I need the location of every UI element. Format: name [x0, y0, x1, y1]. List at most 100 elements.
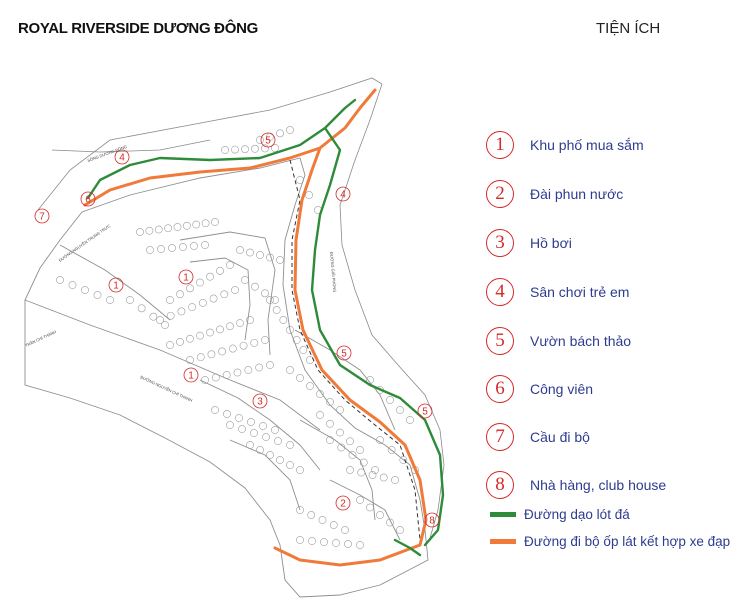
map-marker-number: 1: [183, 273, 189, 284]
map-marker-circle: [108, 277, 124, 293]
house-plot: [226, 322, 234, 331]
house-plot: [271, 426, 279, 434]
legend-label: Khu phố mua sắm: [530, 137, 644, 153]
house-plot: [186, 284, 194, 293]
house-plot: [376, 511, 384, 519]
house-plot: [296, 176, 304, 184]
house-plot: [218, 347, 227, 356]
house-plot: [226, 421, 234, 429]
house-plot: [356, 446, 364, 454]
map-marker-circle: [260, 132, 276, 148]
legend-item-4: 4 Sân chơi trẻ em: [486, 275, 629, 309]
legend-path-bike: Đường đi bộ ốp lát kết hợp xe đạp: [490, 531, 730, 551]
house-plot: [239, 341, 248, 350]
house-plot: [346, 437, 354, 446]
house-plot: [190, 242, 198, 250]
house-plot: [396, 526, 404, 534]
house-plot: [238, 425, 246, 433]
house-plot: [320, 538, 328, 546]
legend-path-stone: Đường dạo lót đá: [490, 504, 630, 524]
house-plot: [262, 433, 270, 441]
legend-item-1: 1 Khu phố mua sắm: [486, 128, 644, 162]
riverbank-west-shore: [51, 139, 211, 153]
house-plot: [211, 218, 219, 226]
house-plot: [357, 468, 366, 477]
house-plot: [146, 246, 154, 254]
house-plot: [308, 537, 316, 545]
map-marker-circle: [34, 208, 50, 224]
house-plot: [356, 496, 364, 504]
house-plot: [359, 458, 368, 467]
house-plot: [259, 422, 267, 430]
house-plot: [286, 461, 294, 469]
house-plot: [305, 191, 313, 199]
house-plot: [255, 363, 264, 372]
house-plot: [222, 371, 231, 379]
house-plot: [216, 325, 224, 334]
street-label: TRẦN CHÍ THÀNH: [24, 329, 57, 348]
house-plot: [276, 129, 284, 138]
number-circle: 3: [486, 229, 514, 257]
house-plot: [286, 441, 294, 449]
house-plot: [286, 326, 294, 334]
house-plot: [228, 344, 237, 353]
legend-label: Nhà hàng, club house: [530, 477, 667, 493]
house-plot: [256, 446, 264, 454]
map-marker-number: 8: [429, 516, 435, 527]
house-plot: [292, 336, 301, 344]
house-plot: [337, 443, 346, 452]
house-plot: [336, 428, 344, 437]
house-plot: [157, 245, 165, 253]
number-circle: 7: [486, 423, 514, 451]
house-plot: [226, 261, 234, 269]
house-plot: [209, 294, 218, 303]
legend-item-5: 5 Vườn bách thảo: [486, 324, 631, 358]
house-plot: [251, 144, 259, 153]
number-circle: 4: [486, 278, 514, 306]
map-marker-number: 7: [39, 212, 45, 223]
house-plot: [386, 518, 394, 527]
map-marker-number: 3: [257, 397, 263, 408]
map-marker-circle: [424, 512, 440, 528]
house-plot: [251, 282, 259, 291]
house-plot: [296, 466, 304, 474]
house-plot: [261, 289, 269, 298]
map-marker-number: 2: [340, 499, 346, 510]
house-plot: [56, 276, 64, 284]
house-plot: [356, 541, 364, 549]
bike-path-orange: [83, 88, 428, 567]
legend-item-3: 3 Hồ bơi: [486, 226, 572, 260]
house-plot: [241, 145, 249, 154]
map-marker-circle: [114, 149, 130, 165]
house-plot: [371, 466, 379, 474]
house-plot: [341, 526, 349, 534]
house-plot: [247, 418, 255, 426]
map-marker-circle: [183, 367, 199, 383]
house-plot: [211, 406, 219, 414]
house-plot: [326, 436, 334, 444]
house-plot: [387, 446, 396, 454]
riverbank-east: [339, 83, 445, 539]
house-plot: [250, 338, 259, 347]
house-plot: [326, 398, 334, 406]
legend-label: Đài phun nước: [530, 186, 624, 202]
house-plot: [271, 296, 279, 304]
house-plot: [307, 511, 316, 519]
house-plot: [221, 146, 229, 154]
house-plot: [231, 145, 239, 154]
house-plot: [166, 296, 174, 304]
house-plot: [336, 406, 344, 414]
house-plot: [250, 429, 258, 437]
house-plot: [81, 286, 89, 294]
house-plot: [206, 272, 214, 281]
house-plot: [406, 416, 414, 424]
house-plot: [396, 406, 404, 414]
stone-path-green: [86, 98, 445, 557]
house-plot: [271, 144, 279, 152]
street-label: ĐƯỜNG NGUYỄN TRUNG TRỰC: [58, 223, 112, 263]
house-plot: [206, 328, 214, 337]
house-plot: [266, 296, 274, 304]
house-plot: [201, 241, 209, 249]
house-plot: [196, 353, 205, 362]
